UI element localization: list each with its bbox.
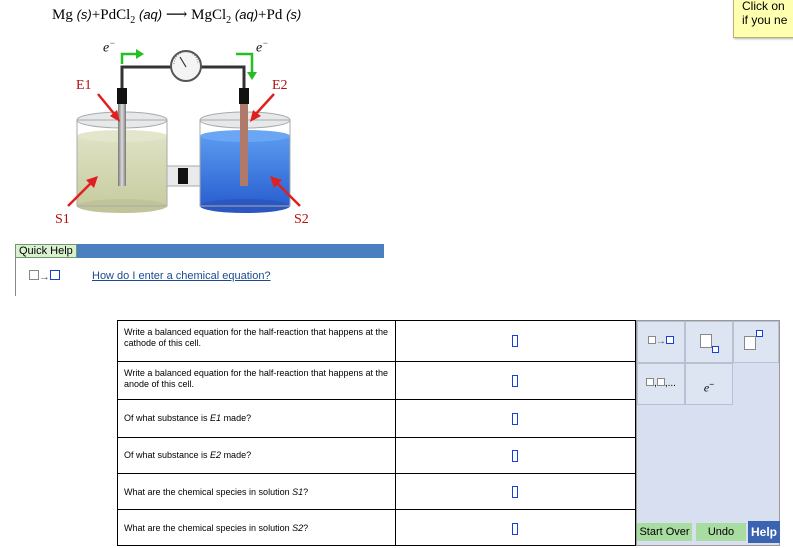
input-palette: → ,,... e− — [636, 320, 780, 546]
subscript-template-button[interactable] — [685, 321, 733, 363]
answer-input[interactable] — [512, 523, 518, 535]
galvanic-cell-diagram — [67, 49, 301, 213]
electrode-e1 — [118, 104, 126, 186]
electrode-e2-cap — [239, 88, 249, 104]
sticky-note-line: Click on — [742, 0, 785, 13]
product-2: Pd — [266, 7, 283, 23]
table-row: What are the chemical species in solutio… — [118, 473, 635, 509]
sticky-note-line: if you ne — [742, 13, 788, 27]
reactant-2: PdCl — [100, 7, 131, 23]
question-text: What are the chemical species in solutio… — [118, 474, 396, 509]
reactant-2-state: (aq) — [139, 7, 163, 22]
question-text: Of what substance is E1 made? — [118, 400, 396, 437]
product-1: MgCl — [191, 7, 227, 23]
electrode-e1-cap — [117, 88, 127, 104]
question-text: Of what substance is E2 made? — [118, 438, 396, 473]
label-s2: S2 — [294, 212, 309, 227]
plus-sign: + — [258, 7, 267, 23]
answer-input[interactable] — [512, 450, 518, 462]
help-button[interactable]: Help — [748, 521, 780, 543]
arrow-template-icon: → — [29, 270, 60, 283]
table-row: Of what substance is E2 made? — [118, 437, 635, 473]
question-text: What are the chemical species in solutio… — [118, 510, 396, 545]
table-row: What are the chemical species in solutio… — [118, 509, 635, 545]
answer-input[interactable] — [512, 375, 518, 387]
quick-help-divider — [15, 258, 16, 296]
answer-cell[interactable] — [396, 400, 635, 437]
reactant-2-subscript: 2 — [130, 15, 136, 26]
electron-arrow-left — [120, 52, 136, 64]
question-text: Write a balanced equation for the half-r… — [118, 362, 396, 399]
question-text: Write a balanced equation for the half-r… — [118, 321, 396, 361]
superscript-template-button[interactable] — [733, 321, 779, 363]
electron-label-left: e− — [103, 38, 116, 56]
product-2-state: (s) — [286, 7, 302, 22]
start-over-button[interactable]: Start Over — [637, 523, 692, 541]
label-e2: E2 — [272, 78, 288, 93]
arrow-template-button[interactable]: → — [637, 321, 685, 363]
quick-help-title: Quick Help — [15, 244, 77, 258]
reactant-1: Mg — [52, 7, 73, 23]
answer-cell[interactable] — [396, 362, 635, 399]
table-row: Of what substance is E1 made? — [118, 399, 635, 437]
product-1-state: (aq) — [234, 7, 259, 22]
electron-label-right: e− — [256, 38, 269, 56]
sticky-note[interactable]: Click on if you ne — [733, 0, 793, 38]
reactant-1-state: (s) — [76, 7, 92, 22]
answer-cell[interactable] — [396, 438, 635, 473]
wire-left — [120, 65, 172, 92]
question-table: Write a balanced equation for the half-r… — [117, 320, 636, 546]
wire-right — [200, 65, 246, 92]
plus-sign: + — [91, 7, 101, 23]
answer-cell[interactable] — [396, 474, 635, 509]
table-row: Write a balanced equation for the half-r… — [118, 321, 635, 361]
answer-input[interactable] — [512, 486, 518, 498]
quick-help-bar — [15, 244, 384, 258]
product-1-subscript: 2 — [226, 15, 232, 26]
electron-arrow-right — [236, 52, 254, 72]
answer-cell[interactable] — [396, 510, 635, 545]
list-template-button[interactable]: ,,... — [637, 363, 685, 405]
electrode-e2 — [240, 104, 248, 186]
reaction-equation: Mg (s)+PdCl2 (aq) ⟶ MgCl2 (aq)+Pd (s) — [52, 5, 301, 26]
answer-input[interactable] — [512, 413, 518, 425]
undo-button[interactable]: Undo — [696, 523, 746, 541]
label-e1: E1 — [76, 78, 92, 93]
voltmeter-icon — [170, 50, 202, 82]
answer-cell[interactable] — [396, 321, 635, 361]
electron-button[interactable]: e− — [685, 363, 733, 405]
table-row: Write a balanced equation for the half-r… — [118, 361, 635, 399]
answer-input[interactable] — [512, 335, 518, 347]
label-s1: S1 — [55, 212, 70, 227]
reaction-arrow: ⟶ — [165, 7, 188, 23]
equation-help-link[interactable]: How do I enter a chemical equation? — [92, 270, 271, 282]
